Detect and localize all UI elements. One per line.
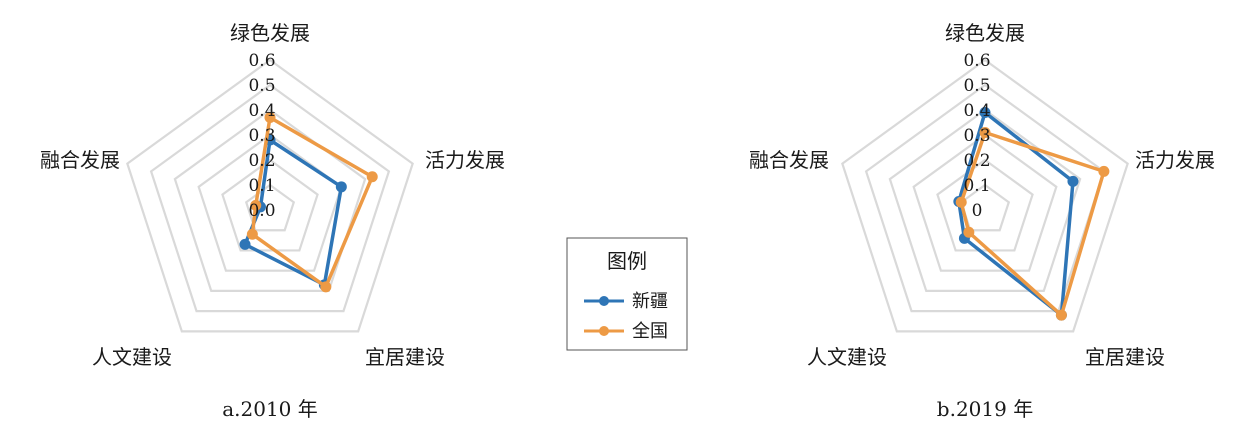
tick-label: 0.6 [248,51,275,71]
grid-ring [936,158,1034,252]
data-point-national [366,171,378,183]
grid-ring [149,83,391,313]
data-point-xinjiang [335,181,347,193]
legend-swatch-marker-xinjiang [599,296,609,306]
axis-label-green: 绿色发展 [230,21,310,45]
grid-ring [244,183,296,232]
tick-label: 0.0 [248,201,275,221]
grid-ring [864,83,1106,313]
grid-ring [173,108,367,293]
axis-label-livable: 宜居建设 [1085,345,1165,369]
grid-ring [912,133,1058,272]
tick-label: 0.6 [963,51,990,71]
series-line-xinjiang [243,138,344,287]
axis-label-culture: 人文建设 [807,345,887,369]
axis-label-livable: 宜居建设 [365,345,445,369]
data-point-xinjiang [239,238,251,250]
tick-label: 0.4 [248,101,275,121]
grid-ring [126,58,414,333]
data-point-national [250,199,262,211]
tick-label: 0.1 [248,176,275,196]
data-point-national [963,226,975,238]
tick-label: 0.5 [963,76,990,96]
tick-label: 0.5 [248,76,275,96]
axis-label-vitality: 活力发展 [425,148,505,172]
series-line-xinjiang [957,110,1075,317]
data-point-national [1098,165,1110,177]
grid-ring [888,108,1082,293]
tick-label: 0.2 [248,151,275,171]
tick-label: 0.3 [963,126,990,146]
tick-label: 0.4 [963,101,990,121]
axis-label-culture: 人文建设 [92,345,172,369]
data-point-national [1055,309,1067,321]
data-point-national [264,112,276,123]
legend-label-xinjiang: 新疆 [632,291,668,312]
data-point-xinjiang [1067,175,1079,187]
grid-ring [221,158,319,252]
tick-label: 0 [972,201,983,221]
data-point-national [320,281,332,293]
tick-label: 0.2 [963,151,990,171]
data-point-national [979,127,991,138]
axis-label-green: 绿色发展 [945,21,1025,45]
legend: 图例 新疆 全国 [566,237,688,351]
series-line-national [250,115,374,289]
axis-label-integration: 融合发展 [40,148,120,172]
legend-swatch-marker-national [599,326,609,336]
tick-label: 0.3 [248,126,275,146]
data-point-xinjiang [979,107,991,118]
axis-label-integration: 融合发展 [749,148,829,172]
legend-label-national: 全国 [632,321,668,342]
grid-ring [841,58,1129,333]
chart-caption: a.2010 年 [222,397,318,421]
data-point-national [246,228,258,240]
chart-caption: b.2019 年 [937,397,1033,421]
data-point-national [955,196,967,208]
series-line-national [959,130,1106,317]
axis-label-vitality: 活力发展 [1135,148,1215,172]
tick-label: 0.1 [963,176,990,196]
legend-title: 图例 [607,249,647,273]
